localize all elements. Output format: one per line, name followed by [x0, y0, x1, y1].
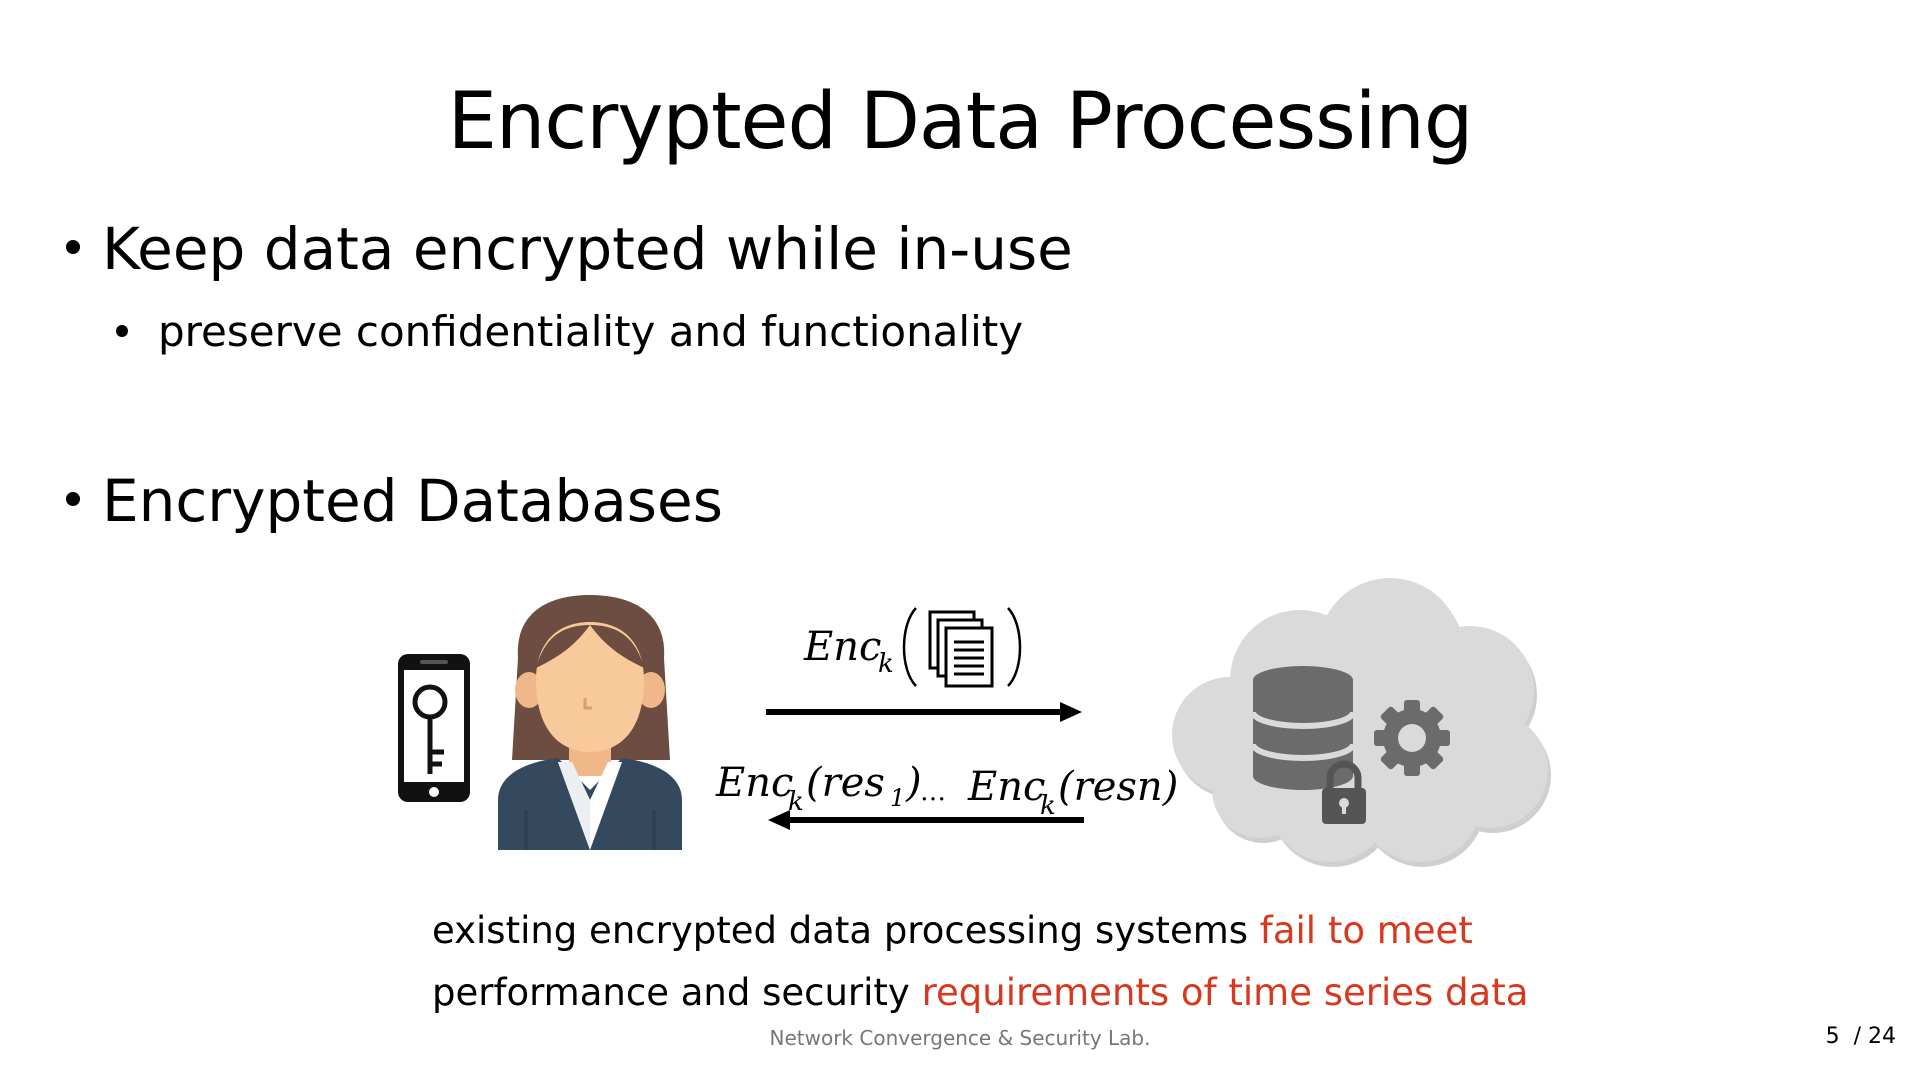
caption-highlight: fail to meet: [1259, 909, 1473, 952]
upload-arrow: [766, 702, 1082, 722]
result-arg-text: (res: [806, 760, 885, 806]
result-ellipsis: …: [920, 777, 946, 807]
database-icon: [1250, 666, 1356, 790]
result-labels: Enc k (res 1 ) … Enc k (resn): [715, 760, 1178, 821]
page-number: 5 / 24: [1826, 1024, 1896, 1049]
user-avatar-icon: [498, 595, 682, 850]
lock-icon: [1322, 760, 1366, 824]
documents-icon: [928, 610, 994, 688]
bullet-text: Encrypted Databases: [102, 467, 723, 535]
page-current: 5: [1825, 1024, 1840, 1049]
caption-line-1: existing encrypted data processing syste…: [432, 906, 1473, 956]
caption-line-2: performance and security requirements of…: [432, 968, 1528, 1018]
phone-key-icon: [398, 654, 470, 802]
right-paren: [1007, 607, 1022, 687]
caption-text: performance and security: [432, 971, 922, 1014]
cloud-icon: [1172, 578, 1551, 867]
upload-enc-subscript: k: [878, 649, 894, 679]
result-arg-subscript: 1: [890, 784, 905, 812]
left-paren: [902, 607, 917, 687]
result-enc-text: Enc: [715, 760, 793, 806]
caption-text: existing encrypted data processing syste…: [432, 909, 1260, 952]
slide-title: Encrypted Data Processing: [447, 77, 1474, 167]
result-close-paren: ): [905, 760, 922, 806]
upload-label: Enc k: [803, 607, 1022, 688]
result2-enc-subscript: k: [1040, 791, 1056, 821]
sub-bullet-text: preserve confidentiality and functionali…: [158, 307, 1024, 356]
upload-enc-text: Enc: [803, 624, 881, 670]
bullet-dot: [66, 491, 80, 506]
result-enc-subscript: k: [788, 787, 804, 817]
sub-bullet-dot: [116, 324, 128, 337]
result2-arg-text: (resn): [1058, 764, 1178, 810]
footer-lab-name: Network Convergence & Security Lab.: [769, 1026, 1151, 1050]
gear-icon: [1374, 700, 1450, 776]
sub-bullet-preserve: preserve confidentiality and functionali…: [116, 304, 1023, 360]
bullet-keep-encrypted: Keep data encrypted while in-use: [66, 214, 1073, 284]
bullet-dot: [66, 239, 80, 254]
page-total: / 24: [1853, 1024, 1896, 1049]
result2-enc-text: Enc: [967, 764, 1045, 810]
bullet-encrypted-databases: Encrypted Databases: [66, 466, 723, 536]
result-arrow: [768, 810, 1084, 830]
bullet-text: Keep data encrypted while in-use: [102, 215, 1073, 283]
caption-highlight: requirements of time series data: [921, 971, 1529, 1014]
